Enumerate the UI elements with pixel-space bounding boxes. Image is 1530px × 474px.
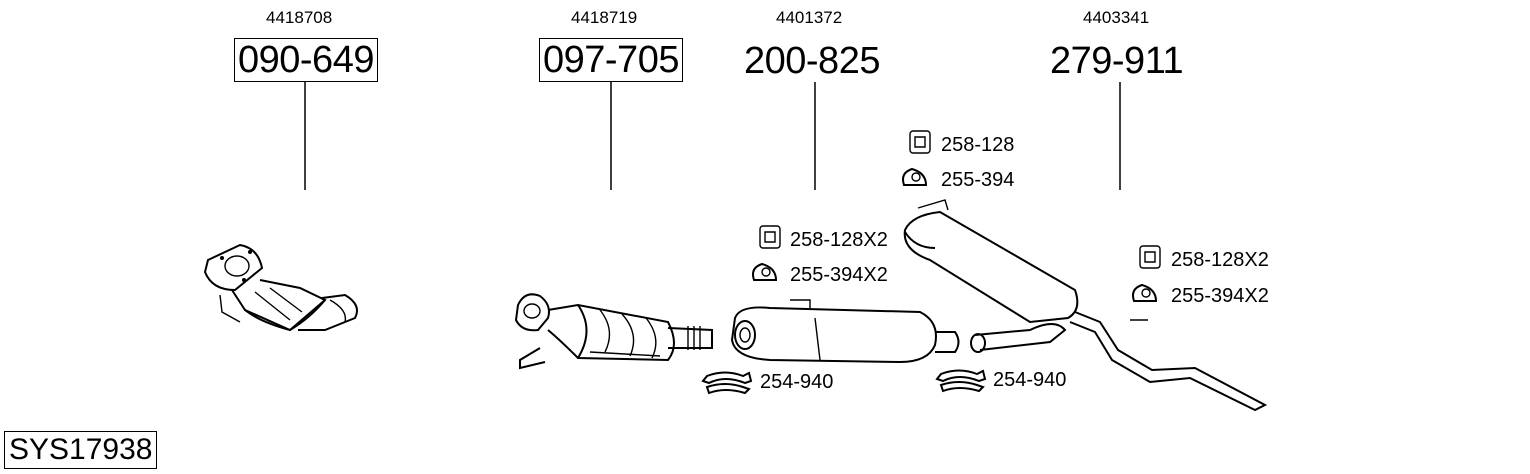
- fitting-label: 255-394X2: [790, 264, 888, 286]
- fitting-label: 258-128: [941, 134, 1015, 156]
- centre-silencer: [730, 299, 960, 364]
- fitting-label: 255-394: [941, 169, 1015, 191]
- rubber-ring-icon: [902, 167, 928, 186]
- fitting-label: 254-940: [760, 371, 834, 393]
- oe-number: 4418719: [571, 8, 638, 27]
- part-number-label: 200-825: [744, 40, 880, 82]
- oe-number: 4418708: [266, 8, 333, 27]
- part-number-label: 090-649: [234, 38, 378, 82]
- particulate-filter: [514, 293, 713, 370]
- rear-silencer: [903, 199, 1268, 412]
- part-number-label: 279-911: [1050, 40, 1184, 82]
- rubber-hanger-icon: [759, 225, 781, 249]
- rubber-ring-icon: [752, 262, 778, 281]
- rubber-hanger-icon: [1139, 245, 1161, 269]
- fitting-label: 258-128X2: [790, 229, 888, 251]
- catalytic-converter: [203, 243, 358, 332]
- leader-lines: [304, 82, 1121, 190]
- fitting-label: 258-128X2: [1171, 249, 1269, 271]
- oe-number: 4403341: [1083, 8, 1150, 27]
- system-code: SYS17938: [4, 431, 158, 469]
- oe-number: 4401372: [776, 8, 843, 27]
- part-number-label: 097-705: [539, 38, 683, 82]
- fitting-label: 255-394X2: [1171, 285, 1269, 307]
- rubber-hanger-icon: [909, 130, 931, 154]
- rubber-ring-icon: [1132, 283, 1158, 302]
- clamp-icon: [935, 369, 987, 393]
- fitting-label: 254-940: [993, 369, 1067, 391]
- clamp-icon: [701, 371, 753, 395]
